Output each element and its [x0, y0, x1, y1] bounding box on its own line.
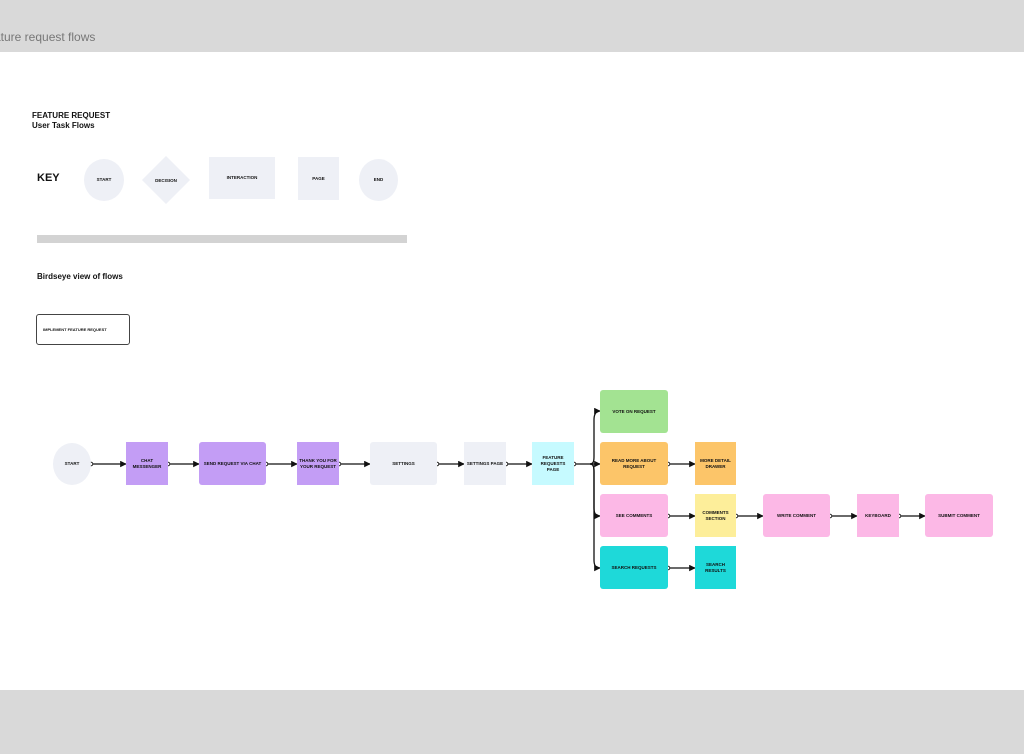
flow-start-node[interactable]: START [53, 443, 91, 485]
submit-comment-node[interactable]: SUBMIT COMMENT [925, 494, 993, 537]
canvas-footer-bar [0, 690, 1024, 754]
key-title: KEY [37, 172, 60, 184]
send-request-node[interactable]: SEND REQUEST VIA CHAT [199, 442, 266, 485]
key-start-label: START [96, 177, 112, 182]
search-results-label: SEARCH RESULTS [705, 561, 726, 573]
birdseye-label: Birdseye view of flows [37, 272, 123, 281]
flow-start-label: START [64, 461, 80, 466]
feature-requests-page-node[interactable]: FEATURE REQUESTS PAGE [532, 442, 574, 485]
write-comment-label: WRITE COMMENT [777, 512, 816, 518]
send-request-label: SEND REQUEST VIA CHAT [203, 460, 262, 466]
connector-features-comments [589, 463, 601, 520]
keyboard-label: KEYBOARD [865, 512, 891, 518]
implement-feature-request-box[interactable]: IMPLEMENT FEATURE REQUEST [36, 314, 130, 345]
search-results-node[interactable]: SEARCH RESULTS [695, 546, 736, 589]
submit-comment-label: SUBMIT COMMENT [938, 512, 980, 518]
canvas-header-bar: ature request flows [0, 0, 1024, 52]
more-detail-node[interactable]: MORE DETAIL DRAWER [695, 442, 736, 485]
vote-label: VOTE ON REQUEST [612, 408, 656, 414]
key-page-label: PAGE [312, 175, 325, 181]
chat-messenger-label: CHAT MESSENGER [132, 457, 162, 469]
see-comments-node[interactable]: SEE COMMENTS [600, 494, 668, 537]
keyboard-node[interactable]: KEYBOARD [857, 494, 899, 537]
implement-feature-request-label: IMPLEMENT FEATURE REQUEST [43, 327, 107, 332]
key-start-shape: START [84, 159, 124, 201]
settings-page-node[interactable]: SETTINGS PAGE [464, 442, 506, 485]
board-title: ature request flows [0, 30, 96, 44]
section-divider [37, 235, 407, 243]
key-decision-label: DECISION [155, 177, 177, 183]
thank-you-label: THANK YOU FOR YOUR REQUEST [299, 457, 337, 469]
thank-you-node[interactable]: THANK YOU FOR YOUR REQUEST [297, 442, 339, 485]
key-page-shape: PAGE [298, 157, 339, 200]
read-more-label: READ MORE ABOUT REQUEST [611, 457, 657, 469]
key-decision-shape: DECISION [141, 155, 191, 205]
comments-section-node[interactable]: COMMENTS SECTION [695, 494, 736, 537]
read-more-node[interactable]: READ MORE ABOUT REQUEST [600, 442, 668, 485]
search-requests-label: SEARCH REQUESTS [611, 564, 657, 570]
feature-requests-page-label: FEATURE REQUESTS PAGE [540, 454, 566, 472]
board-heading: FEATURE REQUEST User Task Flows [32, 111, 110, 131]
more-detail-label: MORE DETAIL DRAWER [700, 457, 731, 469]
key-interaction-label: INTERACTION [226, 175, 258, 180]
key-end-label: END [373, 177, 384, 182]
connector-features-search [589, 463, 601, 572]
settings-node[interactable]: SETTINGS [370, 442, 437, 485]
connector-features-vote [574, 407, 601, 465]
see-comments-label: SEE COMMENTS [615, 512, 653, 518]
chat-messenger-node[interactable]: CHAT MESSENGER [126, 442, 168, 485]
write-comment-node[interactable]: WRITE COMMENT [763, 494, 830, 537]
search-requests-node[interactable]: SEARCH REQUESTS [600, 546, 668, 589]
vote-node[interactable]: VOTE ON REQUEST [600, 390, 668, 433]
heading-subtitle: User Task Flows [32, 121, 95, 130]
settings-label: SETTINGS [392, 460, 415, 466]
key-interaction-shape: INTERACTION [209, 157, 275, 199]
settings-page-label: SETTINGS PAGE [466, 460, 504, 466]
key-end-shape: END [359, 159, 398, 201]
heading-title: FEATURE REQUEST [32, 111, 111, 120]
comments-section-label: COMMENTS SECTION [702, 509, 729, 521]
